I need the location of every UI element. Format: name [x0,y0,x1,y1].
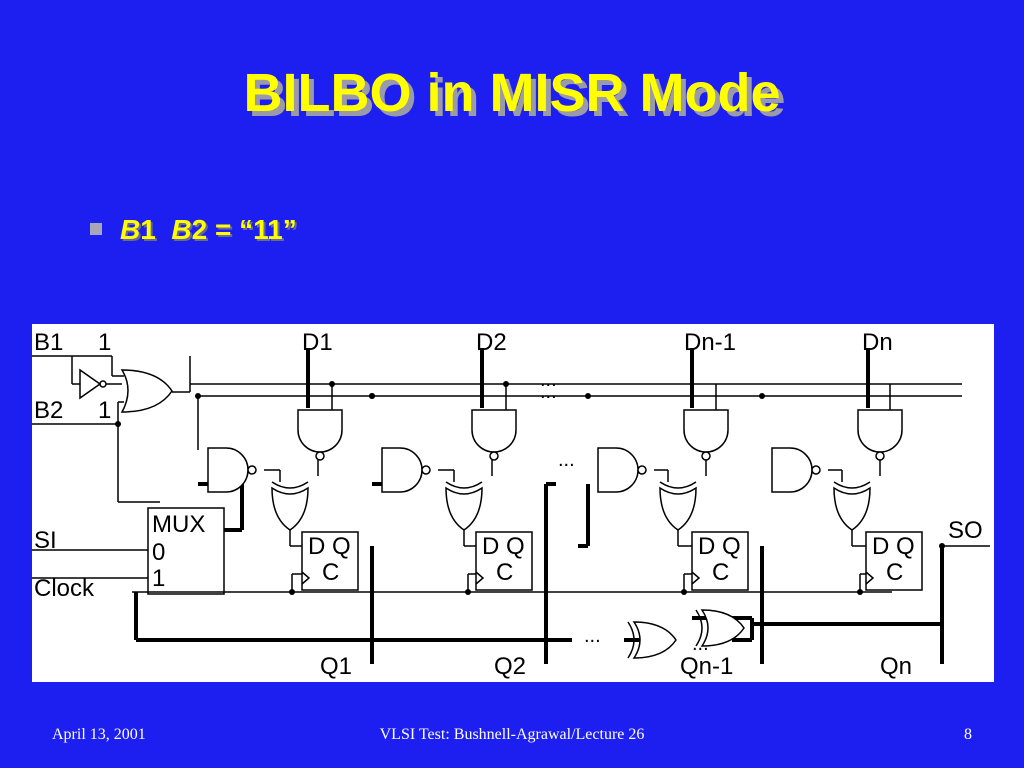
ellipsis-1: ... [540,369,557,391]
label-q1: Q1 [320,653,352,680]
mux-input-1: 1 [152,565,165,592]
stage-n [759,384,990,595]
ffn-c-label: C [886,559,903,586]
stage-2 [369,381,533,595]
label-dn: Dn [862,329,893,356]
footer-course: VLSI Test: Bushnell-Agrawal/Lecture 26 [379,726,645,743]
ff1-dq-label: D Q [308,533,351,560]
label-b1: B1 [34,329,63,356]
ff1-c-label: C [322,559,339,586]
ff2-dq-label: D Q [482,533,525,560]
label-d1: D1 [302,329,333,356]
bilbo-circuit-diagram: MUX 0 1 [32,324,994,682]
label-clock: Clock [34,575,95,602]
ff2-c-label: C [496,559,513,586]
label-b1-value: 1 [98,329,111,356]
b2-letter: B [171,214,192,245]
bullet-item: B1 B2 = “11” [90,214,297,246]
label-q2: Q2 [494,653,526,680]
mux-box [147,507,225,595]
label-qn-1: Qn-1 [680,653,733,680]
ellipsis-3: ... [558,449,575,471]
inverter-gate [79,368,102,400]
label-d2: D2 [476,329,507,356]
stage-1 [195,381,375,595]
label-dn-1: Dn-1 [684,329,736,356]
ffn1-c-label: C [712,559,729,586]
circuit-svg: MUX 0 1 [32,329,990,680]
mux-title: MUX [152,511,205,538]
ellipsis-5: ... [692,633,709,655]
b1-digit: 1 [140,214,156,245]
b2-digit: 2 [191,214,208,245]
ellipsis-4: ... [584,625,601,647]
slide-title: BILBO in MISR Mode [243,63,781,123]
bullet-value: = “11” [207,214,297,245]
footer-page-number: 8 [964,726,972,743]
label-so: SO [948,517,983,544]
ellipsis-2: ... [540,381,557,403]
ffn1-dq-label: D Q [698,533,741,560]
label-b2: B2 [34,397,63,424]
label-b2-value: 1 [98,397,111,424]
label-si: SI [34,527,57,554]
label-qn: Qn [880,653,912,680]
or-gate [120,369,173,413]
ffn-dq-label: D Q [872,533,915,560]
footer-date: April 13, 2001 [52,726,146,743]
bullet-square-icon [90,223,102,235]
mux-input-0: 0 [152,539,165,566]
b1-letter: B [120,214,141,245]
stage-n-minus-1 [585,384,749,595]
